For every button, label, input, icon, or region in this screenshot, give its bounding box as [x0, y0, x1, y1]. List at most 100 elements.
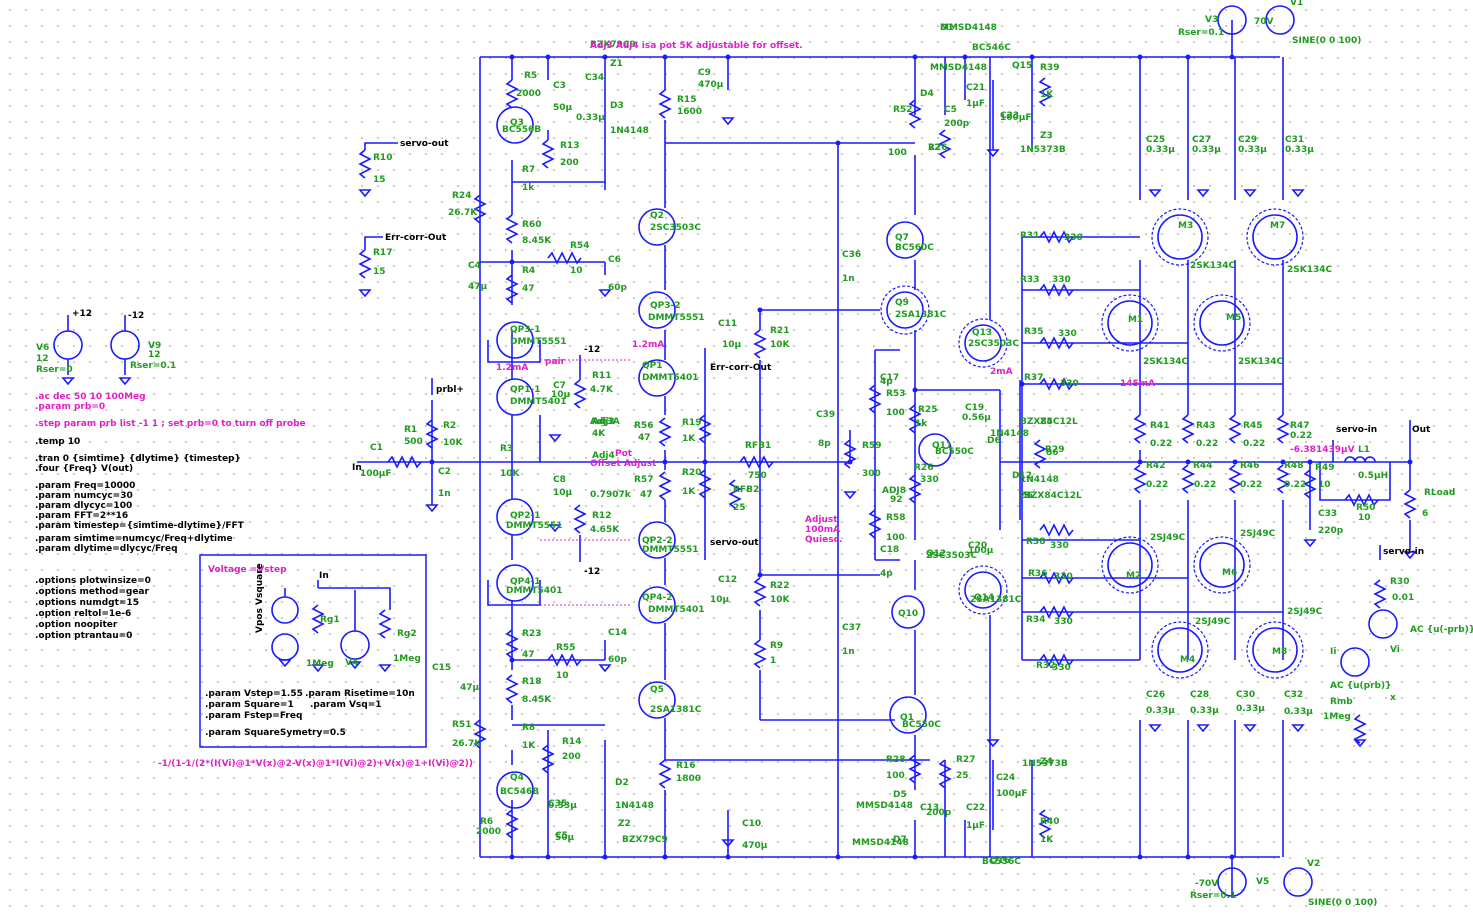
net-err-corr-out-mid: Err-corr-Out [710, 363, 772, 373]
component-value-r59: 300 [862, 469, 881, 479]
component-value-c34: 0.33µ [576, 113, 605, 123]
component-name-c24: C24 [996, 773, 1015, 783]
component-name-r55: R55 [556, 643, 575, 653]
resistors[interactable] [311, 77, 1417, 839]
component-name-r20: R20 [682, 468, 701, 478]
left-transistors[interactable] [496, 106, 676, 809]
component-name-c39: C39 [816, 410, 835, 420]
driver-stage[interactable] [874, 57, 1033, 857]
component-name-qp1-1: QP1-1 [510, 385, 541, 395]
directive-line: .options method=gear [35, 587, 149, 597]
component-value-r27: 25 [956, 771, 969, 781]
current-145ma: 145mA [1120, 379, 1155, 389]
component-name-r16: R16 [676, 761, 695, 771]
component-value-r4: 47 [522, 284, 535, 294]
component-value-c26: 0.33µ [1146, 706, 1175, 716]
component-value-r41: 0.22 [1150, 439, 1172, 449]
gen-param-line: .param Fstep=Freq [205, 711, 302, 721]
component-value-r48: 0.22 [1284, 480, 1306, 490]
net-minus12: -12 [128, 311, 144, 321]
component-name-z3: Z3 [1040, 131, 1053, 141]
component-value-r5: 2000 [516, 89, 541, 99]
component-value-r9: 1 [770, 656, 776, 666]
component-value-qp4-1: DMMT5401 [506, 586, 563, 596]
component-value-c28: 0.33µ [1190, 706, 1219, 716]
gen-param-line: .param Vsq=1 [310, 700, 382, 710]
component-value-r15: 1600 [677, 107, 702, 117]
component-name-c29: C29 [1238, 135, 1257, 145]
component-value-r7: 1k [522, 183, 535, 193]
component-value-qp1: DMMT5401 [642, 373, 699, 383]
net-minus12-mid: -12 [584, 345, 600, 355]
component-name-r7: R7 [522, 165, 535, 175]
component-value-r16: 1800 [676, 774, 701, 784]
component-value-r38: 330 [1050, 541, 1069, 551]
component-name-c12: C12 [718, 575, 737, 585]
component-value-qp3-2: DMMT5551 [648, 313, 705, 323]
component-value-c1: 100µF [360, 469, 392, 479]
component-name-r56: R56 [634, 421, 653, 431]
component-value-d7: MMSD4148 [852, 838, 909, 848]
component-name-r41: R41 [1150, 421, 1169, 431]
component-value-c2: 1n [438, 489, 451, 499]
component-name-c21: C21 [966, 83, 985, 93]
component-value-c13: 200p [926, 808, 952, 818]
component-value-m1: 2SK134C [1143, 357, 1189, 367]
component-name-q12: Q12 [926, 549, 946, 559]
component-name-r15: R15 [677, 95, 696, 105]
adj-note: Adj3 Adj4 isa pot 5K adjustable for offs… [590, 41, 803, 51]
ac-u2-label: AC {u(prb)} [1330, 681, 1391, 691]
component-name-r34: R34 [1026, 615, 1045, 625]
component-value-c11: 10µ [722, 340, 742, 350]
gen-param-line: .param SquareSymetry=0.5 [205, 728, 346, 738]
component-name-r35: R35 [1024, 327, 1043, 337]
component-value-r13: 200 [560, 158, 579, 168]
component-name-z4: Z4 [1040, 757, 1053, 767]
component-value-r37: 330 [1060, 379, 1079, 389]
component-name-r43: R43 [1196, 421, 1215, 431]
component-value-v3: Rser=0.1 [1178, 28, 1224, 38]
component-name-c26: C26 [1146, 690, 1165, 700]
component-value-q4: BC546B [500, 787, 539, 797]
component-name-r8: R8 [522, 723, 535, 733]
net-label-flags [284, 142, 1411, 631]
component-value-r42: 0.22 [1146, 480, 1168, 490]
component-value-c22: 1µF [966, 821, 985, 831]
component-name-c25: C25 [1146, 135, 1165, 145]
component-name-d2: D2 [615, 778, 629, 788]
component-name-qp4-2: QP4-2 [642, 593, 673, 603]
component-value-c23: 100µF [1000, 113, 1032, 123]
output-stage[interactable] [1000, 57, 1411, 857]
component-name-c7: C7 [553, 381, 566, 391]
component-name-c37: C37 [842, 623, 861, 633]
component-name-z6: Z6 [1020, 491, 1033, 501]
component-value-c5: 200p [944, 119, 970, 129]
component-value-qp3-1: DMMT5551 [510, 337, 567, 347]
net-err-corr-out-top: Err-corr-Out [385, 233, 447, 243]
component-value-r55: 10 [556, 671, 569, 681]
component-value-r60: 8.45K [522, 236, 552, 246]
component-name-rload: RLoad [1424, 488, 1455, 498]
component-name-r11: R11 [592, 371, 611, 381]
component-name-r18: R18 [522, 677, 541, 687]
component-value-v1: SINE(0 0 100) [1292, 36, 1361, 46]
component-name-z5: Z5 [1040, 417, 1053, 427]
net-servo-in-right: servo-in [1336, 425, 1377, 435]
component-name-q5: Q5 [650, 685, 664, 695]
component-name-m7: M7 [1270, 221, 1285, 231]
directive-line: .param simtime=numcyc/Freq+dlytime [35, 534, 233, 544]
component-name-d5: D5 [893, 790, 907, 800]
component-name-r32: R32 [1036, 661, 1055, 671]
component-name-v3: V3 [1205, 15, 1218, 25]
directive-line: .param FFT=2**16 [35, 511, 128, 521]
inductor-l1[interactable] [1344, 456, 1376, 463]
directive-line: .param Freq=10000 [35, 481, 135, 491]
negative-rail [480, 856, 1280, 895]
formula: -1/(1-1/(2*(I(Vi)@1*V(x)@2-V(x)@1*I(Vi)@… [158, 759, 473, 769]
component-value-c8: 10µ [553, 488, 573, 498]
component-value-qp4-2: DMMT5401 [648, 605, 705, 615]
component-value-r34: 330 [1054, 617, 1073, 627]
component-value-r35: 330 [1058, 329, 1077, 339]
component-name-r45: R45 [1243, 421, 1262, 431]
